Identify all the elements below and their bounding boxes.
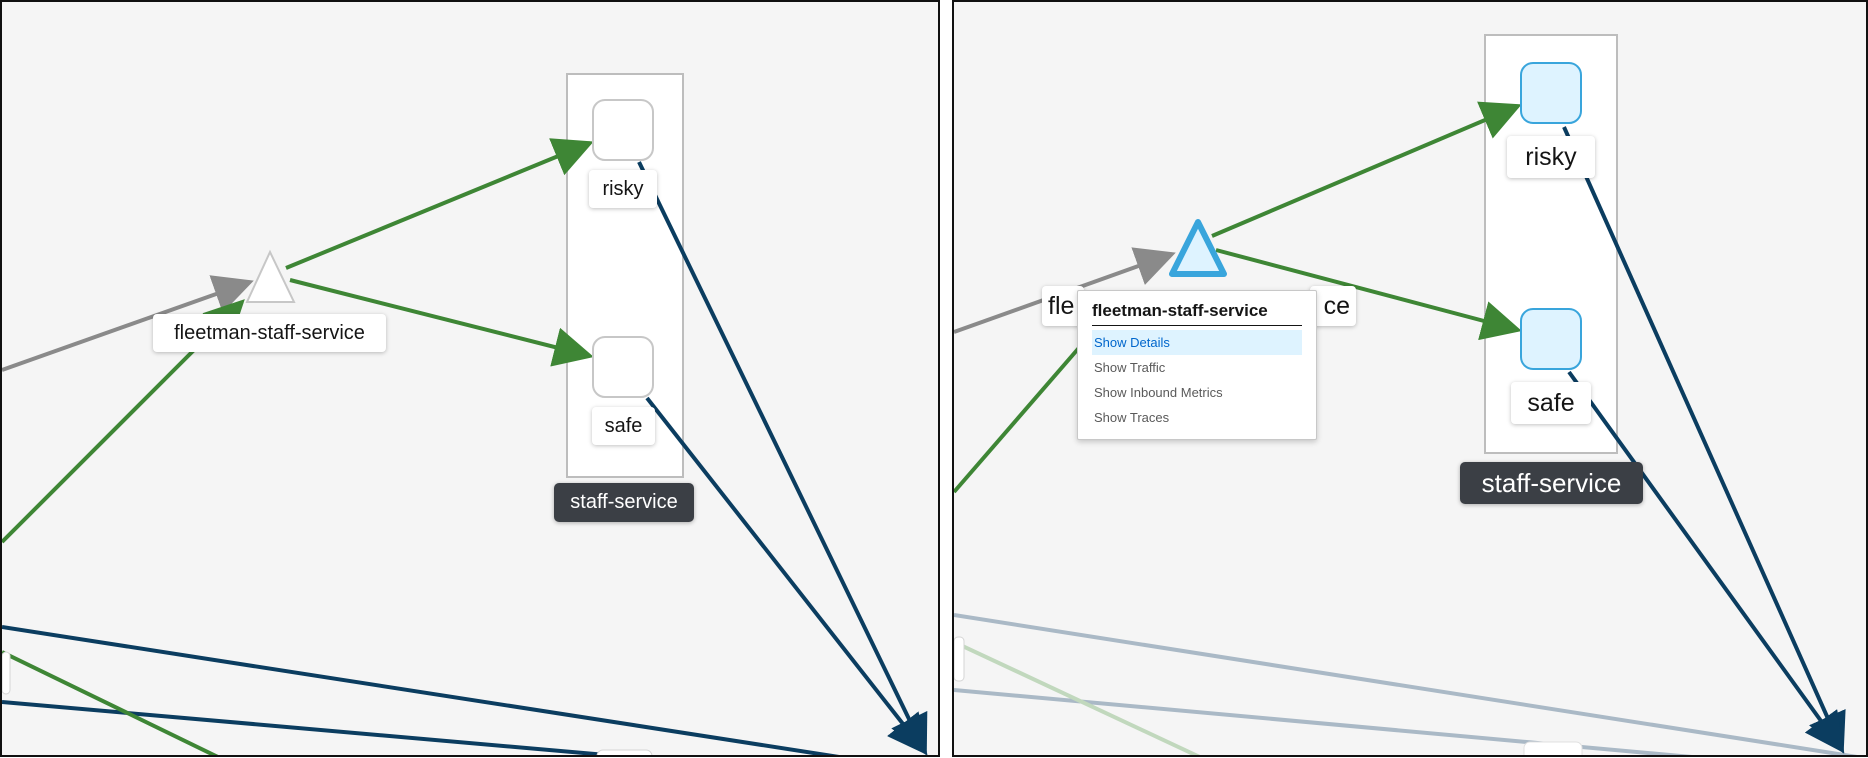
version-node-risky[interactable] (1520, 62, 1582, 124)
edge-risky-out[interactable] (1562, 126, 1846, 754)
version-node-safe[interactable] (1520, 308, 1582, 370)
version-node-label-risky: risky (1507, 136, 1595, 178)
edge-to-risky[interactable] (285, 138, 594, 270)
service-node-label: fleetman-staff-service (153, 314, 386, 352)
edge-green-lower[interactable] (2, 650, 222, 757)
edge-to-risky[interactable] (1211, 101, 1522, 238)
menu-item-show-details[interactable]: Show Details (1092, 330, 1302, 355)
node-context-menu: fleetman-staff-service Show Details Show… (1077, 290, 1317, 440)
menu-item-show-traffic[interactable]: Show Traffic (1094, 360, 1166, 375)
group-label-staff-service[interactable]: staff-service (1460, 462, 1643, 504)
version-node-label-safe: safe (592, 407, 655, 445)
offscreen-node-bottom[interactable] (596, 749, 653, 757)
version-node-label-risky: risky (589, 170, 657, 208)
edge-gray-in[interactable] (2, 275, 254, 372)
edge-green-in[interactable] (954, 340, 1086, 494)
offscreen-node-left[interactable] (954, 636, 965, 682)
edge-faded-1[interactable] (954, 613, 1868, 757)
offscreen-node-left[interactable] (2, 651, 11, 695)
edge-blue-lower-2[interactable] (2, 700, 652, 757)
edge-faded-green[interactable] (954, 640, 1204, 757)
graph-panel-right: fle ce risky safe staff-service fleetman… (952, 0, 1868, 757)
menu-item-show-inbound-metrics[interactable]: Show Inbound Metrics (1094, 385, 1223, 400)
service-node-triangle[interactable] (245, 249, 296, 303)
edge-safe-out[interactable] (1567, 370, 1845, 754)
version-node-risky[interactable] (592, 99, 654, 161)
service-node-label-end: ce (1310, 286, 1356, 326)
edge-faded-2[interactable] (954, 688, 1714, 757)
graph-panel-left: fleetman-staff-service risky safe staff-… (0, 0, 940, 757)
edge-to-safe[interactable] (1215, 248, 1522, 341)
edge-blue-lower-1[interactable] (2, 625, 852, 757)
graph-canvas-left (2, 73, 928, 757)
edge-to-safe[interactable] (289, 278, 594, 367)
edge-risky-out[interactable] (637, 161, 928, 755)
menu-item-show-traces[interactable]: Show Traces (1094, 410, 1170, 425)
version-node-safe[interactable] (592, 336, 654, 398)
group-label-staff-service[interactable]: staff-service (554, 483, 694, 522)
edge-safe-out[interactable] (645, 396, 928, 755)
offscreen-node-bottom[interactable] (1523, 741, 1583, 757)
service-node-triangle-selected[interactable] (1169, 219, 1227, 277)
version-node-label-safe: safe (1511, 382, 1591, 424)
context-menu-title: fleetman-staff-service (1092, 301, 1302, 326)
